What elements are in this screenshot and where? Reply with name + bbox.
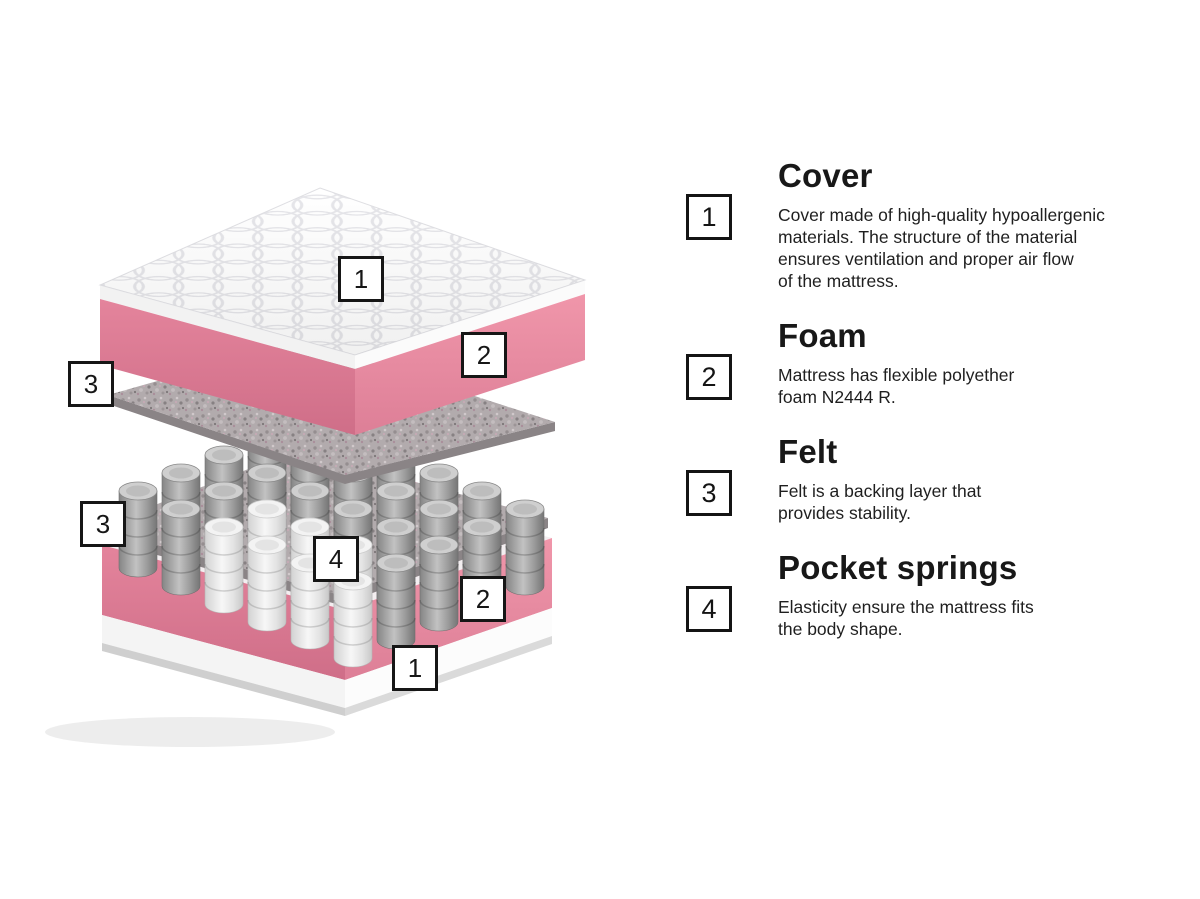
legend-number-column: 1 (672, 156, 778, 292)
marker-number: 2 (475, 583, 491, 614)
floor-shadow (45, 717, 335, 747)
legend-number: 2 (701, 361, 717, 392)
legend-number: 1 (701, 201, 717, 232)
legend-description-cover: Cover made of high-quality hypoallergeni… (778, 205, 1105, 291)
mattress-exploded-3d-image (45, 187, 587, 747)
legend-description-pocket-springs: Elasticity ensure the mattress fits the … (778, 597, 1034, 639)
legend-number: 3 (701, 477, 717, 508)
marker-number: 1 (353, 263, 369, 294)
diagram-marker-foam-bottom: 2 (460, 576, 506, 622)
legend-number-box: 4 (686, 586, 732, 632)
marker-number: 2 (476, 339, 492, 370)
mattress-illustration: 1 2 3 3 4 2 1 (40, 140, 620, 790)
marker-number: 1 (407, 652, 423, 683)
diagram-marker-cover-top: 1 (338, 256, 384, 302)
legend-item-pocket-springs: 4 Pocket springs Elasticity ensure the m… (672, 548, 1172, 640)
legend-text-column: Felt Felt is a backing layer that provid… (778, 432, 1172, 524)
legend-text-column: Foam Mattress has flexible polyether foa… (778, 316, 1172, 408)
legend-number-column: 4 (672, 548, 778, 640)
legend-description-felt: Felt is a backing layer that provides st… (778, 481, 982, 523)
legend-item-cover: 1 Cover Cover made of high-quality hypoa… (672, 156, 1172, 292)
diagram-marker-springs: 4 (313, 536, 359, 582)
legend-description-foam: Mattress has flexible polyether foam N24… (778, 365, 1015, 407)
legend-number-box: 2 (686, 354, 732, 400)
legend-title-foam: Foam (778, 317, 867, 354)
base-cover-layer (102, 608, 552, 716)
legend-title-pocket-springs: Pocket springs (778, 549, 1018, 586)
legend-item-felt: 3 Felt Felt is a backing layer that prov… (672, 432, 1172, 524)
legend: 1 Cover Cover made of high-quality hypoa… (672, 156, 1172, 664)
legend-number: 4 (701, 593, 717, 624)
legend-text-column: Pocket springs Elasticity ensure the mat… (778, 548, 1172, 640)
marker-number: 3 (83, 368, 99, 399)
diagram-marker-felt-lower: 3 (80, 501, 126, 547)
legend-item-foam: 2 Foam Mattress has flexible polyether f… (672, 316, 1172, 408)
diagram-marker-cover-bottom: 1 (392, 645, 438, 691)
legend-title-felt: Felt (778, 433, 838, 470)
legend-text-column: Cover Cover made of high-quality hypoall… (778, 156, 1172, 292)
legend-number-box: 1 (686, 194, 732, 240)
legend-number-column: 2 (672, 316, 778, 408)
legend-number-box: 3 (686, 470, 732, 516)
marker-number: 3 (95, 508, 111, 539)
legend-title-cover: Cover (778, 157, 873, 194)
diagram-marker-felt-upper: 3 (68, 361, 114, 407)
diagram-marker-foam-top: 2 (461, 332, 507, 378)
marker-number: 4 (328, 543, 344, 574)
legend-number-column: 3 (672, 432, 778, 524)
